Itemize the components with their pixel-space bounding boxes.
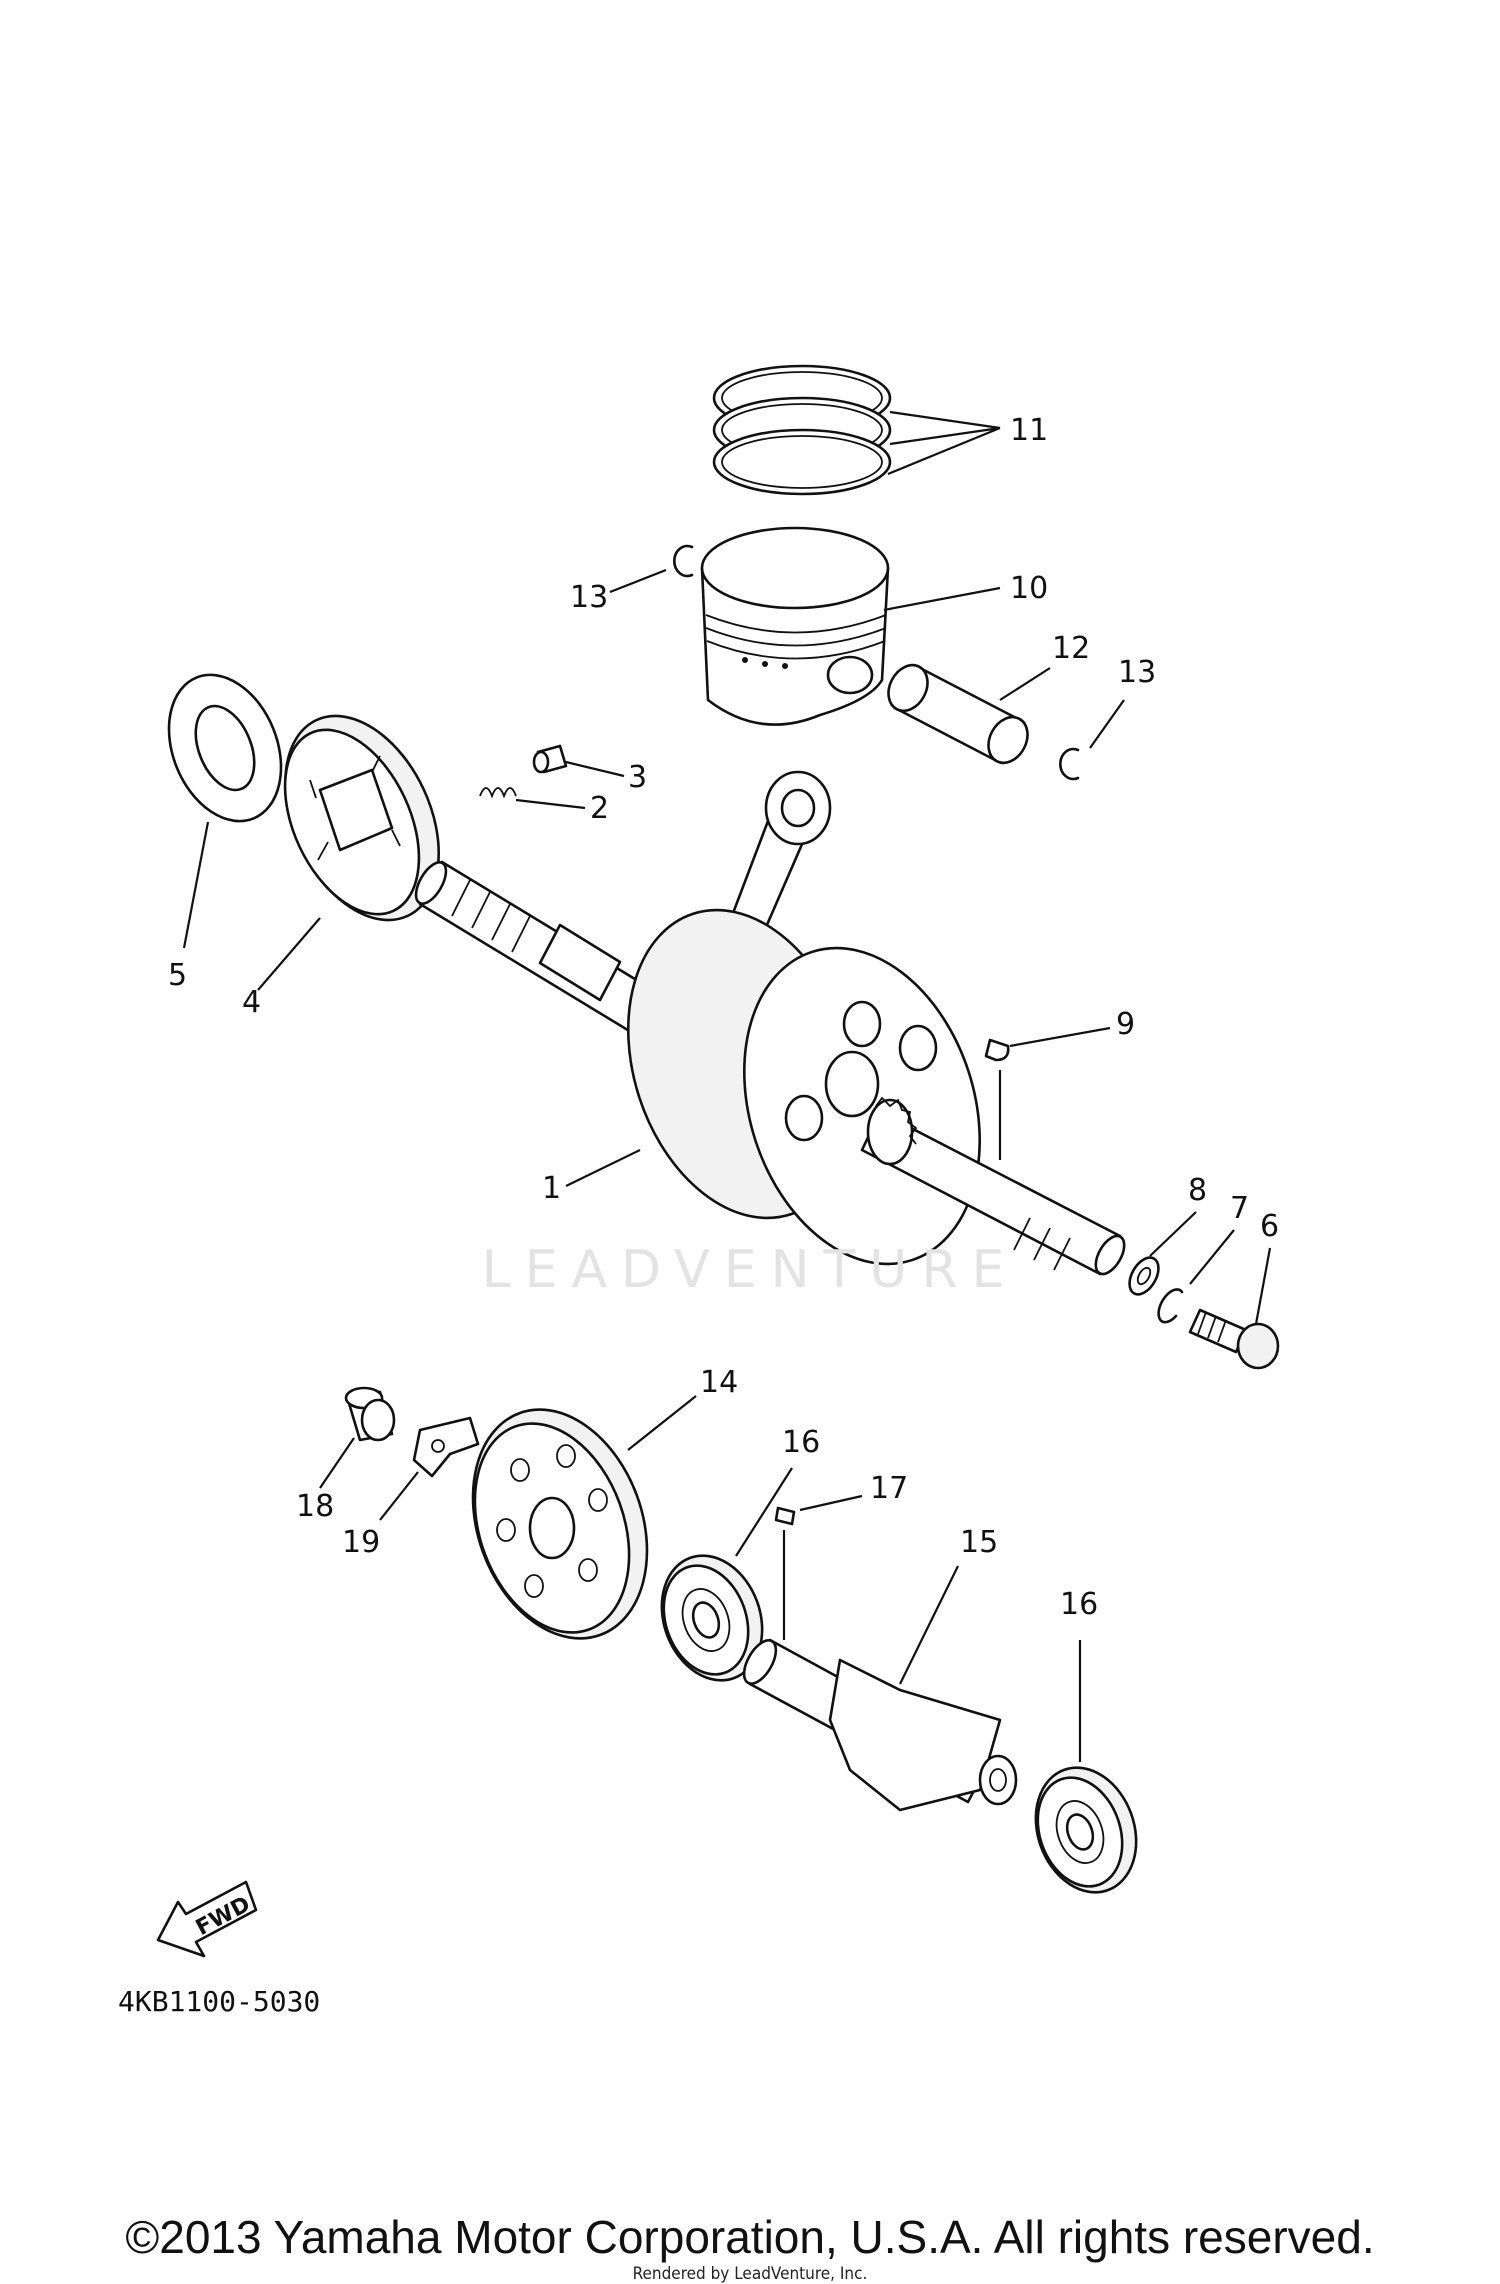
callout-16-left: 16 (782, 1425, 820, 1460)
callout-16-right: 16 (1060, 1587, 1098, 1622)
watermark: LEADVENTURE (481, 1240, 1019, 1300)
callout-2: 2 (590, 791, 609, 826)
piston-pin[interactable] (881, 658, 1035, 769)
callout-8: 8 (1188, 1173, 1207, 1208)
callout-14: 14 (700, 1365, 738, 1400)
callout-12: 12 (1052, 631, 1090, 666)
callout-9: 9 (1116, 1007, 1135, 1042)
callout-13-right: 13 (1118, 655, 1156, 690)
callout-6: 6 (1260, 1209, 1279, 1244)
callout-7: 7 (1230, 1191, 1249, 1226)
bearing-right[interactable] (1019, 1753, 1153, 1906)
callout-10: 10 (1010, 571, 1048, 606)
callout-1: 1 (542, 1171, 561, 1206)
copyright-notice: ©2013 Yamaha Motor Corporation, U.S.A. A… (125, 2211, 1375, 2263)
callout-4: 4 (242, 985, 261, 1020)
piston-rings[interactable] (712, 364, 892, 496)
balancer-shaft[interactable] (738, 1635, 1018, 1812)
collar[interactable] (344, 1386, 396, 1442)
drawing-code: 4KB1100-5030 (118, 1985, 321, 2018)
callout-3: 3 (628, 760, 647, 795)
washer[interactable] (148, 658, 301, 838)
callout-11: 11 (1010, 413, 1048, 448)
lock-washer[interactable] (1157, 1288, 1184, 1324)
woodruff-key[interactable] (984, 1038, 1010, 1062)
callout-17: 17 (870, 1471, 908, 1506)
spring[interactable] (479, 787, 517, 799)
callout-5: 5 (168, 958, 187, 993)
callout-18: 18 (296, 1489, 334, 1524)
callout-15: 15 (960, 1525, 998, 1560)
one-way-clutch[interactable] (255, 691, 470, 944)
bearing-left[interactable] (645, 1541, 779, 1694)
callout-19: 19 (342, 1525, 380, 1560)
callout-13-top: 13 (570, 580, 608, 615)
crankshaft-assembly[interactable] (410, 770, 1130, 1295)
bolt[interactable] (1188, 1308, 1280, 1370)
washer-small[interactable] (1124, 1253, 1165, 1300)
circlip-top[interactable] (673, 544, 694, 578)
circlip-right[interactable] (1059, 747, 1080, 781)
fwd-arrow-icon: FWD (156, 1880, 258, 1958)
plate[interactable] (412, 1416, 480, 1478)
pin[interactable] (532, 744, 568, 774)
primary-drive-gear[interactable] (443, 1385, 678, 1663)
key[interactable] (774, 1506, 796, 1526)
rendered-by-notice: Rendered by LeadVenture, Inc. (632, 2264, 868, 2284)
piston[interactable] (700, 526, 890, 726)
